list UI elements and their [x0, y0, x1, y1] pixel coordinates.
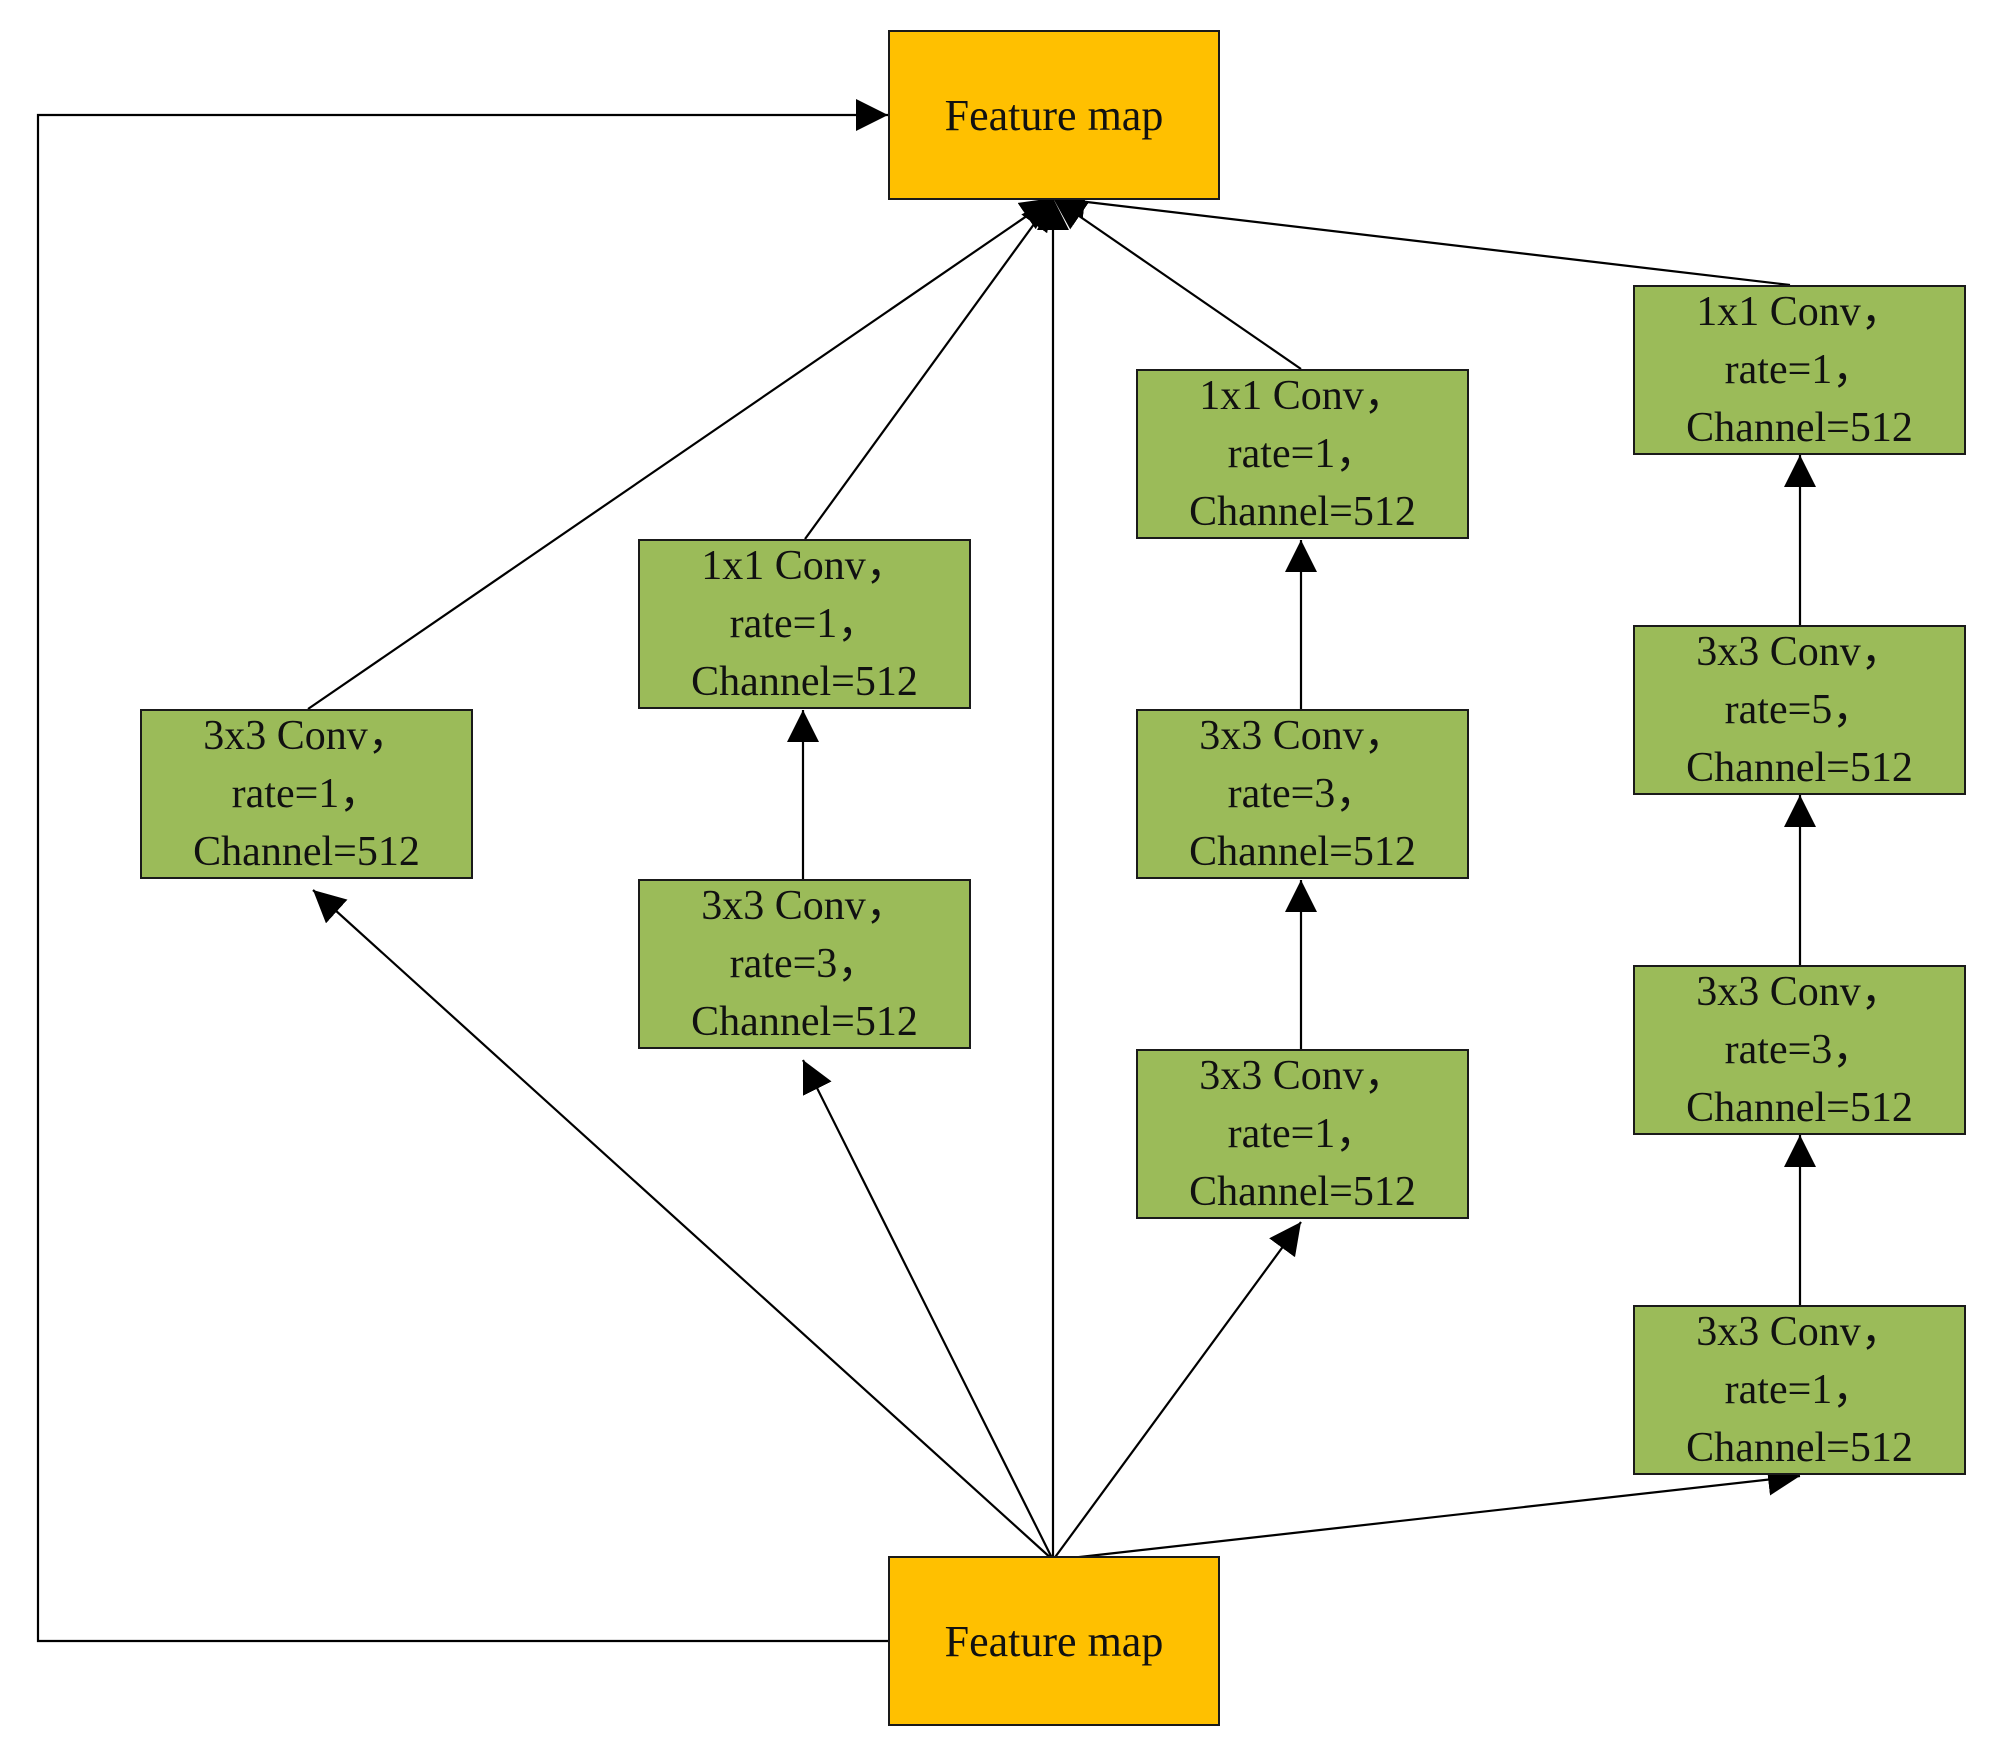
conv-type-label: 3x3 Conv， [1199, 713, 1406, 759]
conv-rate-label: rate=1， [1227, 1111, 1378, 1157]
branch4-conv1x1-rate1: 1x1 Conv， rate=1， Channel=512 [1633, 285, 1966, 455]
arrow-branch4-to-top [1052, 185, 1791, 287]
arrow-branch3-to-top [1052, 197, 1302, 370]
skip-connection-arrow [36, 99, 888, 1643]
branch2-conv1x1-rate1: 1x1 Conv， rate=1， Channel=512 [638, 539, 971, 709]
feature-map-top: Feature map [888, 30, 1220, 200]
arrow-branch2-to-top [804, 197, 1054, 540]
conv-channel-label: Channel=512 [1189, 1169, 1416, 1215]
conv-channel-label: Channel=512 [1686, 745, 1913, 791]
conv-channel-label: Channel=512 [1686, 1085, 1913, 1131]
conv-type-label: 3x3 Conv， [1696, 969, 1903, 1015]
conv-type-label: 3x3 Conv， [701, 883, 908, 929]
arrow-to-branch4-conv3x3-r1 [1052, 1463, 1801, 1562]
conv-type-label: 1x1 Conv， [1696, 289, 1903, 335]
conv-type-label: 1x1 Conv， [1199, 373, 1406, 419]
conv-type-label: 3x3 Conv， [1199, 1053, 1406, 1099]
conv-type-label: 3x3 Conv， [1696, 1309, 1903, 1355]
conv-type-label: 1x1 Conv， [701, 543, 908, 589]
conv-rate-label: rate=1， [729, 601, 880, 647]
conv-channel-label: Channel=512 [1189, 489, 1416, 535]
branch1-conv3x3-rate1: 3x3 Conv， rate=1， Channel=512 [140, 709, 473, 879]
conv-rate-label: rate=3， [1227, 771, 1378, 817]
conv-rate-label: rate=1， [1227, 431, 1378, 477]
conv-channel-label: Channel=512 [193, 829, 420, 875]
conv-channel-label: Channel=512 [691, 659, 918, 705]
arrow-to-branch3-conv3x3-r1 [1052, 1221, 1302, 1561]
conv-rate-label: rate=5， [1724, 687, 1875, 733]
branch2-conv3x3-rate3: 3x3 Conv， rate=3， Channel=512 [638, 879, 971, 1049]
conv-type-label: 3x3 Conv， [1696, 629, 1903, 675]
arrow-branch1-to-top [307, 197, 1054, 710]
feature-map-top-label: Feature map [944, 90, 1164, 140]
arrow-to-branch1-conv3x3-r1 [312, 889, 1054, 1561]
branch3-conv1x1-rate1: 1x1 Conv， rate=1， Channel=512 [1136, 369, 1469, 539]
branch4-conv3x3-rate3: 3x3 Conv， rate=3， Channel=512 [1633, 965, 1966, 1135]
conv-rate-label: rate=1， [1724, 1367, 1875, 1413]
feature-map-bottom-label: Feature map [944, 1616, 1164, 1666]
branch3-conv3x3-rate3: 3x3 Conv， rate=3， Channel=512 [1136, 709, 1469, 879]
conv-channel-label: Channel=512 [1686, 405, 1913, 451]
arrow-to-branch2-conv3x3-r3 [802, 1059, 1054, 1561]
branch4-conv3x3-rate1: 3x3 Conv， rate=1， Channel=512 [1633, 1305, 1966, 1475]
conv-rate-label: rate=1， [231, 771, 382, 817]
conv-channel-label: Channel=512 [1189, 829, 1416, 875]
conv-channel-label: Channel=512 [1686, 1425, 1913, 1471]
conv-rate-label: rate=3， [729, 941, 880, 987]
branch4-conv3x3-rate5: 3x3 Conv， rate=5， Channel=512 [1633, 625, 1966, 795]
conv-channel-label: Channel=512 [691, 999, 918, 1045]
feature-map-bottom: Feature map [888, 1556, 1220, 1726]
conv-rate-label: rate=1， [1724, 347, 1875, 393]
conv-rate-label: rate=3， [1724, 1027, 1875, 1073]
branch3-conv3x3-rate1: 3x3 Conv， rate=1， Channel=512 [1136, 1049, 1469, 1219]
conv-type-label: 3x3 Conv， [203, 713, 410, 759]
